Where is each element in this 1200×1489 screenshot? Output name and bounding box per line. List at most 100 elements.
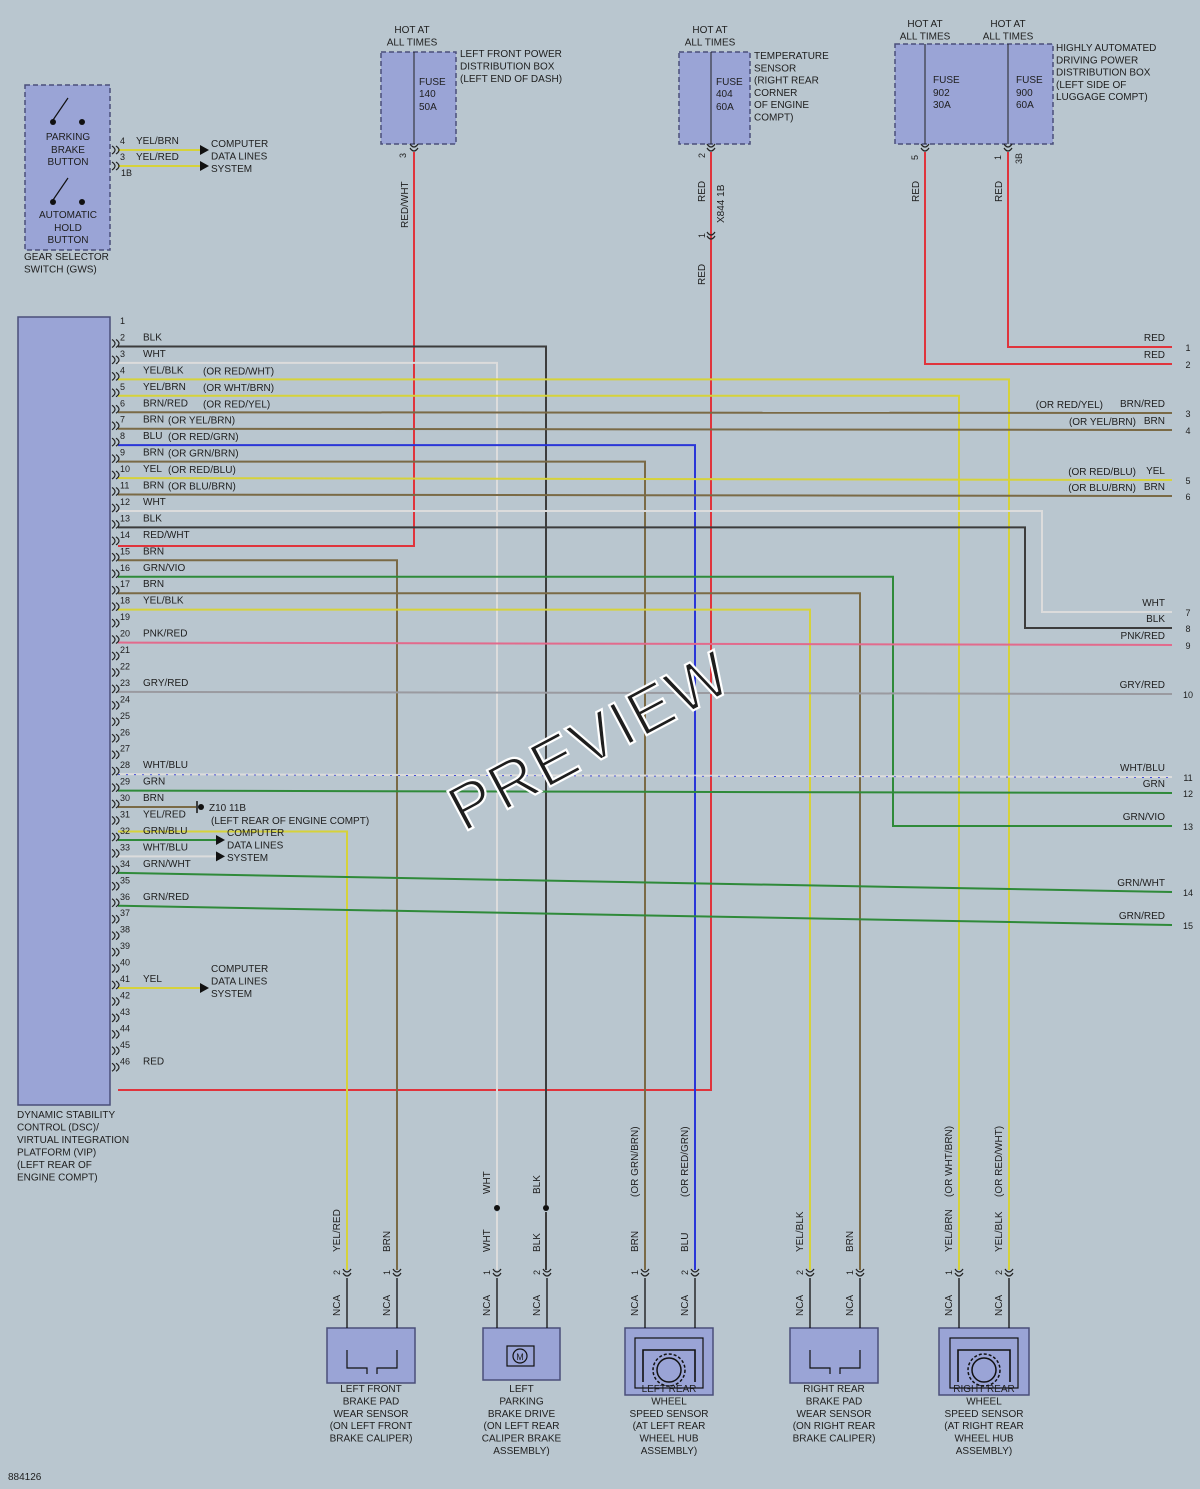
- dsc-pin-mark: [111, 667, 116, 677]
- diagram-id: 884126: [8, 1472, 42, 1483]
- dsc-wire-color: BLU: [143, 431, 162, 442]
- component-name: LEFT REAR: [642, 1384, 697, 1395]
- right-connector-color: BRN/RED: [1120, 399, 1165, 410]
- dsc-pin-mark: [115, 700, 120, 710]
- dsc-pin-mark: [111, 1013, 116, 1023]
- dsc-pin-mark: [111, 980, 116, 990]
- component-name: BRAKE DRIVE: [488, 1409, 556, 1420]
- hot-at-all-times: HOT AT: [394, 25, 429, 36]
- dsc-pin-mark: [111, 766, 116, 776]
- wire-fuse-902: [924, 152, 1172, 365]
- dsc-pin-number: 10: [120, 464, 130, 474]
- gws-pin-mark: [115, 161, 120, 171]
- component-name: WHEEL: [966, 1396, 1002, 1407]
- component-pin-mark: [954, 1268, 964, 1273]
- wire-dsc-28: [117, 773, 1173, 778]
- dsc-pin-mark: [111, 404, 116, 414]
- component-box-1: [326, 1327, 416, 1384]
- dsc-pin-mark: [111, 635, 116, 645]
- fuse-box-2-name: (RIGHT REAR: [754, 76, 819, 87]
- component-wire-label: BRN: [630, 1231, 641, 1252]
- right-connector-color: GRN: [1143, 779, 1165, 790]
- right-connector-pin: 13: [1183, 822, 1193, 832]
- fuse-1-number: 140: [419, 89, 436, 100]
- component-box-5: [938, 1327, 1030, 1396]
- dsc-pin-mark: [115, 733, 120, 743]
- dsc-pin-mark: [115, 898, 120, 908]
- dsc-pin-mark: [115, 816, 120, 825]
- dsc-name: PLATFORM (VIP): [17, 1148, 96, 1159]
- x844-pin: 1: [697, 233, 707, 238]
- component-name: (ON RIGHT REAR: [793, 1421, 876, 1432]
- dsc-pin-mark: [111, 503, 116, 513]
- dsc-pin-mark: [111, 1046, 116, 1056]
- dsc-pin-mark: [111, 898, 116, 908]
- component-wire-label: BLK: [532, 1233, 543, 1252]
- component-wire-alt: (OR RED/WHT): [994, 1126, 1005, 1197]
- dsc-pin-mark: [115, 437, 120, 447]
- fuse-4-label: FUSE: [1016, 75, 1043, 86]
- fuse-4-wire-label: RED: [994, 181, 1005, 202]
- label-layer: PARKINGBRAKEBUTTONAUTOMATICHOLDBUTTONGEA…: [8, 19, 1193, 1483]
- dsc-data-lines-low: DATA LINES: [211, 977, 268, 988]
- dsc-pin-mark: [115, 947, 120, 957]
- dsc-pin-mark: [111, 602, 116, 612]
- fuse-3-rating: 30A: [933, 100, 951, 111]
- right-connector-pin: 9: [1185, 641, 1190, 651]
- dsc-pin-mark: [111, 651, 116, 661]
- dsc-pin-number: 36: [120, 892, 130, 902]
- dsc-wire-color: RED/WHT: [143, 530, 190, 541]
- component-pin-number: 2: [332, 1270, 342, 1275]
- dsc-pin-mark: [115, 503, 120, 513]
- dsc-pin-mark: [111, 421, 116, 431]
- dsc-wire-color: GRN/BLU: [143, 826, 187, 837]
- gws-arrow: [200, 161, 209, 171]
- dsc-pin-mark: [111, 914, 116, 924]
- gws-name: GEAR SELECTOR: [24, 252, 109, 263]
- dsc-pin-mark: [111, 832, 116, 842]
- right-connector-color: BRN: [1144, 416, 1165, 427]
- wire-dsc-31: [118, 830, 348, 1270]
- component-pin-mark: [392, 1272, 402, 1277]
- dsc-wire-color: BRN: [143, 793, 164, 804]
- component-wire-label: BRN: [382, 1231, 393, 1252]
- component-name: LEFT FRONT: [340, 1384, 401, 1395]
- dsc-wire-color: YEL: [143, 464, 162, 475]
- dsc-wire-color: WHT: [143, 497, 166, 508]
- dsc-pin-number: 27: [120, 744, 130, 754]
- dsc-pin-mark: [111, 947, 116, 957]
- dsc-pin-mark: [115, 569, 120, 579]
- fuse-box-automated-driving: [894, 43, 1054, 145]
- dsc-pin-number: 9: [120, 448, 125, 458]
- ground-location: (LEFT REAR OF ENGINE COMPT): [211, 816, 369, 827]
- dsc-pin-number: 42: [120, 990, 130, 1000]
- dsc-pin-mark: [115, 1062, 120, 1072]
- dsc-data-lines-mid: DATA LINES: [227, 840, 284, 851]
- wire-dsc-13: [118, 526, 1172, 629]
- fuse-2-rating: 60A: [716, 102, 734, 113]
- hot-at-all-times: HOT AT: [907, 19, 942, 30]
- fuse-4-pin-mark: [1003, 147, 1013, 152]
- wire-dsc-16: [118, 575, 1172, 827]
- gws-switch-pivot: [79, 119, 85, 125]
- dsc-pin-number: 18: [120, 596, 130, 606]
- fuse-2-pin-mark: [706, 147, 716, 152]
- dsc-wire-color: YEL/BLK: [143, 365, 184, 376]
- component-nca: NCA: [845, 1295, 856, 1316]
- dsc-pin-mark: [111, 783, 116, 793]
- fuse-box-2-name: TEMPERATURE: [754, 51, 829, 62]
- dsc-wire-color: BRN: [143, 481, 164, 492]
- gws-connector: 1B: [121, 168, 132, 178]
- component-name: RIGHT REAR: [953, 1384, 1015, 1395]
- fuse-box-3-name: LUGGAGE COMPT): [1056, 92, 1148, 103]
- dsc-wire-color: WHT/BLU: [143, 760, 188, 771]
- dsc-pin-mark: [111, 816, 116, 825]
- fuse-1-label: FUSE: [419, 77, 446, 88]
- right-connector-pin: 8: [1185, 624, 1190, 634]
- dsc-pin-number: 33: [120, 842, 130, 852]
- wire-dsc-34: [117, 871, 1173, 893]
- dsc-pin-mark: [115, 355, 120, 365]
- dsc-pin-number: 13: [120, 513, 130, 523]
- dsc-pin-mark: [115, 1046, 120, 1056]
- ground-label: Z10 11B: [209, 803, 246, 814]
